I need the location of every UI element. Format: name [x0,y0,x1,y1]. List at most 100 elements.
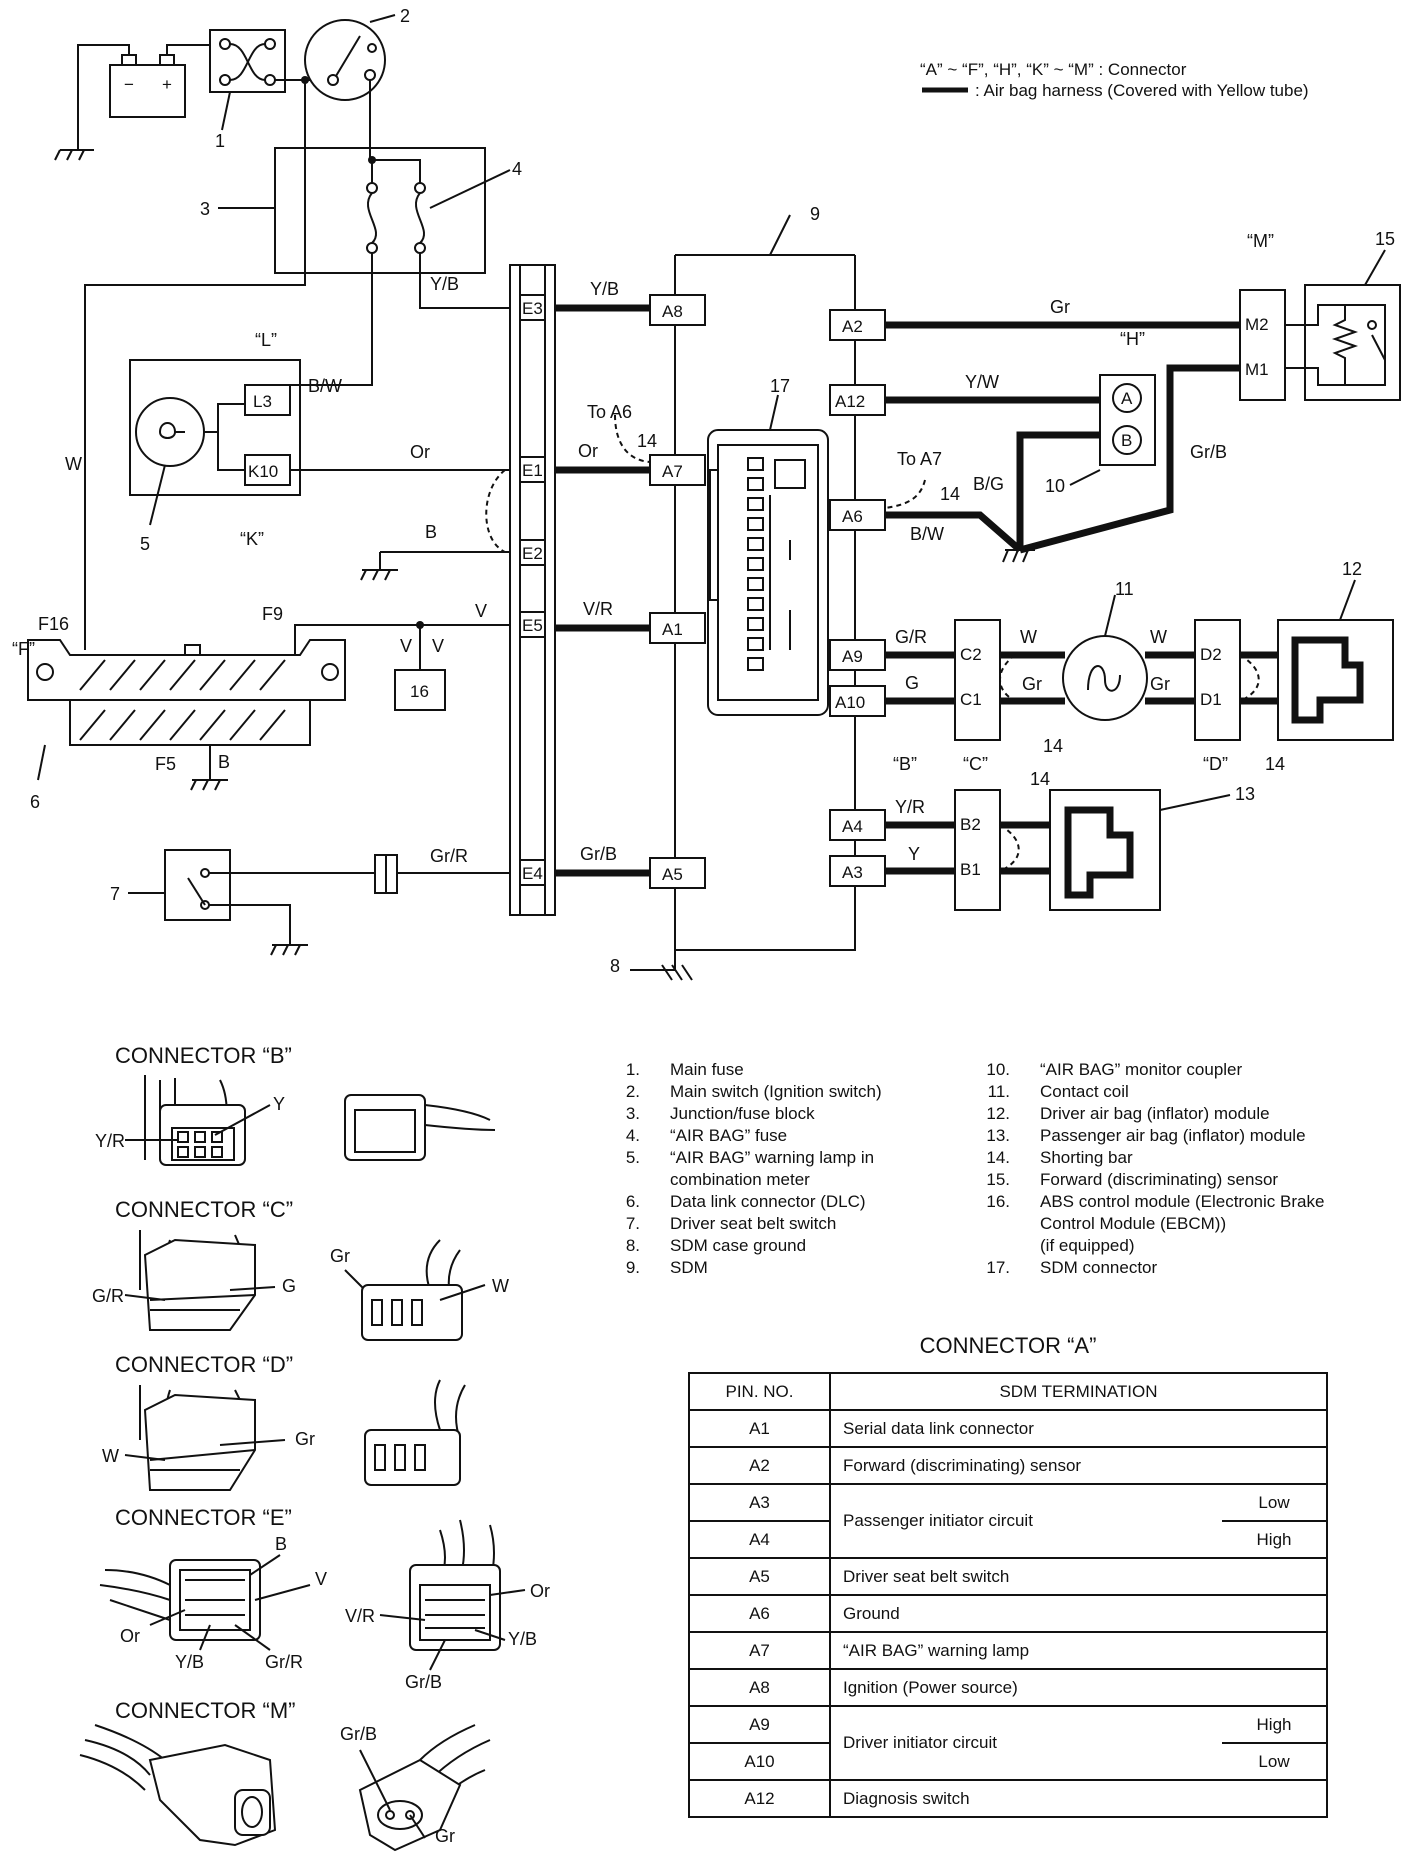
component-name: Driver seat belt switch [670,1214,836,1233]
fuse-symbols [366,159,426,254]
svg-text:Or: Or [530,1581,550,1601]
component-name: Forward (discriminating) sensor [1040,1170,1278,1189]
tag-m: “M” [1247,231,1274,251]
connector-m-view: CONNECTOR “M” Gr/B Gr [79,1698,491,1852]
svg-text:W: W [492,1276,509,1296]
tag-d: “D” [1203,754,1228,774]
svg-text:2: 2 [400,6,410,26]
wire-label-or-1: Or [410,442,430,462]
lamp-filament [159,422,185,439]
component-name: Main fuse [670,1060,744,1079]
svg-text:Gr/B: Gr/B [580,844,617,864]
component-name: Junction/fuse block [670,1104,815,1123]
component-number: 14. [986,1148,1010,1167]
component-number: 13. [986,1126,1010,1145]
component-name: Driver air bag (inflator) module [1040,1104,1270,1123]
svg-text:F16: F16 [38,614,69,634]
battery-positive-wire [166,44,215,55]
svg-text:C2: C2 [960,645,982,664]
connector-a-title: CONNECTOR “A” [919,1333,1097,1358]
component-name: combination meter [670,1170,810,1189]
svg-text:A8: A8 [662,302,683,321]
svg-text:CONNECTOR “C”: CONNECTOR “C” [115,1197,293,1222]
svg-text:A1: A1 [662,620,683,639]
svg-text:A2: A2 [842,317,863,336]
svg-text:14: 14 [637,431,657,451]
svg-text:Gr/B: Gr/B [340,1724,377,1744]
data-link-connector [27,639,346,746]
component-number: 8. [626,1236,640,1255]
wire-label-w: W [65,454,82,474]
component-name: Contact coil [1040,1082,1129,1101]
svg-text:V/R: V/R [345,1606,375,1626]
connector-e-view: CONNECTOR “E” B V Or Y/B Gr/R Or V/R Gr/… [99,1505,550,1692]
svg-text:14: 14 [940,484,960,504]
connector-e [509,264,556,916]
col-pin-no: PIN. NO. [688,1372,831,1411]
svg-text:A6: A6 [842,507,863,526]
svg-text:D1: D1 [1200,690,1222,709]
svg-text:Y/R: Y/R [895,797,925,817]
svg-text:Gr/B: Gr/B [1190,442,1227,462]
component-name: “AIR BAG” fuse [670,1126,787,1145]
svg-text:13: 13 [1235,784,1255,804]
component-name: “AIR BAG” warning lamp in [670,1148,874,1167]
svg-text:Y: Y [273,1094,285,1114]
wire-label-yb-1: Y/B [430,274,459,294]
svg-text:E5: E5 [522,616,543,635]
svg-text:W: W [1150,627,1167,647]
battery: −+ [109,54,186,118]
svg-text:15: 15 [1375,229,1395,249]
svg-text:12: 12 [1342,559,1362,579]
ground-symbol [54,149,94,161]
component-name: Data link connector (DLC) [670,1192,866,1211]
svg-text:Or: Or [578,441,598,461]
svg-text:7: 7 [110,884,120,904]
component-name: ABS control module (Electronic Brake [1040,1192,1324,1211]
connector-c-view: CONNECTOR “C” G/R G Gr W [92,1197,509,1341]
tag-b: “B” [893,754,917,774]
svg-text:+: + [162,75,172,94]
svg-text:W: W [102,1446,119,1466]
wire-v-f9 [294,624,510,655]
wire-label-v: V [475,601,487,621]
battery-ground-wire [77,44,130,150]
svg-text:10: 10 [1045,476,1065,496]
svg-text:Gr: Gr [435,1826,455,1846]
sdm-case-ground [661,964,693,981]
svg-text:17: 17 [770,376,790,396]
component-number: 10. [986,1060,1010,1079]
ground-a6 [1002,549,1035,563]
component-name: “AIR BAG” monitor coupler [1040,1060,1243,1079]
svg-text:Gr: Gr [1150,674,1170,694]
component-name: (if equipped) [1040,1236,1135,1255]
wire-y-b-e3 [419,253,510,309]
svg-text:9: 9 [810,204,820,224]
component-number: 2. [626,1082,640,1101]
connector-b [954,789,1001,911]
svg-text:Gr: Gr [295,1429,315,1449]
svg-text:Y/B: Y/B [175,1652,204,1672]
svg-text:A10: A10 [835,693,865,712]
svg-text:M1: M1 [1245,360,1269,379]
component-name: Main switch (Ignition switch) [670,1082,882,1101]
connector-d-view: CONNECTOR “D” W Gr [102,1352,466,1491]
component-name: SDM [670,1258,708,1277]
svg-text:F5: F5 [155,754,176,774]
component-number: 3. [626,1104,640,1123]
note-to-a6: To A6 [587,402,632,422]
svg-text:G: G [905,673,919,693]
component-number: 4. [626,1126,640,1145]
svg-text:B/W: B/W [910,524,944,544]
wire-label-bw: B/W [308,376,342,396]
svg-text:B1: B1 [960,860,981,879]
tag-l: “L” [255,330,277,350]
